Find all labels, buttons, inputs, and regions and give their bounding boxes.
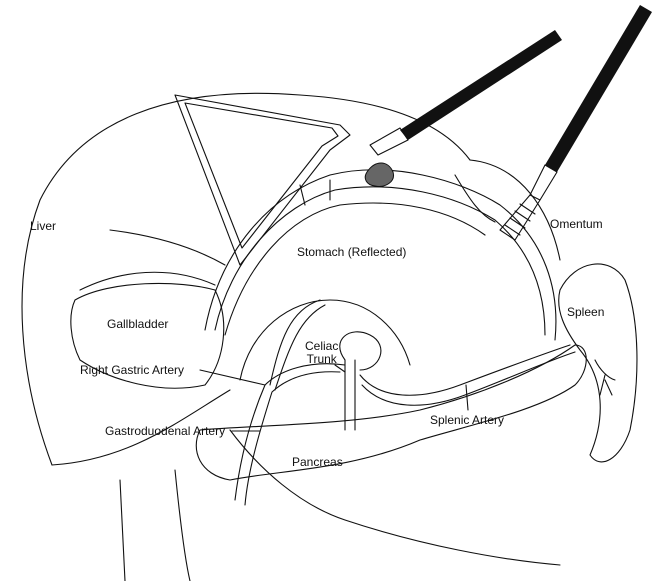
label-gastroduodenal-artery: Gastroduodenal Artery xyxy=(105,424,226,438)
label-splenic-artery: Splenic Artery xyxy=(430,413,505,427)
stomach-outline xyxy=(204,169,557,381)
liver-retractor xyxy=(174,94,351,266)
label-celiac-line2: Trunk xyxy=(306,352,337,366)
label-right-gastric-artery: Right Gastric Artery xyxy=(80,363,185,377)
celiac-trunk xyxy=(339,331,382,431)
gallbladder-outline xyxy=(70,282,225,389)
label-celiac-trunk: Celiac Trunk xyxy=(305,340,338,366)
label-omentum: Omentum xyxy=(550,217,603,231)
label-liver: Liver xyxy=(30,219,57,233)
label-stomach: Stomach (Reflected) xyxy=(297,245,407,259)
grasper-left xyxy=(400,30,562,140)
splenic-artery xyxy=(359,344,576,406)
lesion xyxy=(364,162,394,187)
leader-right-gastric xyxy=(199,369,266,386)
liver-outline xyxy=(21,92,471,466)
pancreas-outline xyxy=(195,344,587,481)
leader-celiac xyxy=(334,364,346,373)
spleen-outline xyxy=(558,263,638,463)
hepatic-artery xyxy=(234,363,346,506)
label-pancreas: Pancreas xyxy=(292,455,343,469)
label-gallbladder: Gallbladder xyxy=(107,317,169,331)
label-celiac-line1: Celiac xyxy=(305,339,339,353)
label-spleen: Spleen xyxy=(567,305,605,319)
grasper-right xyxy=(545,5,652,172)
leader-splenic xyxy=(465,384,469,411)
